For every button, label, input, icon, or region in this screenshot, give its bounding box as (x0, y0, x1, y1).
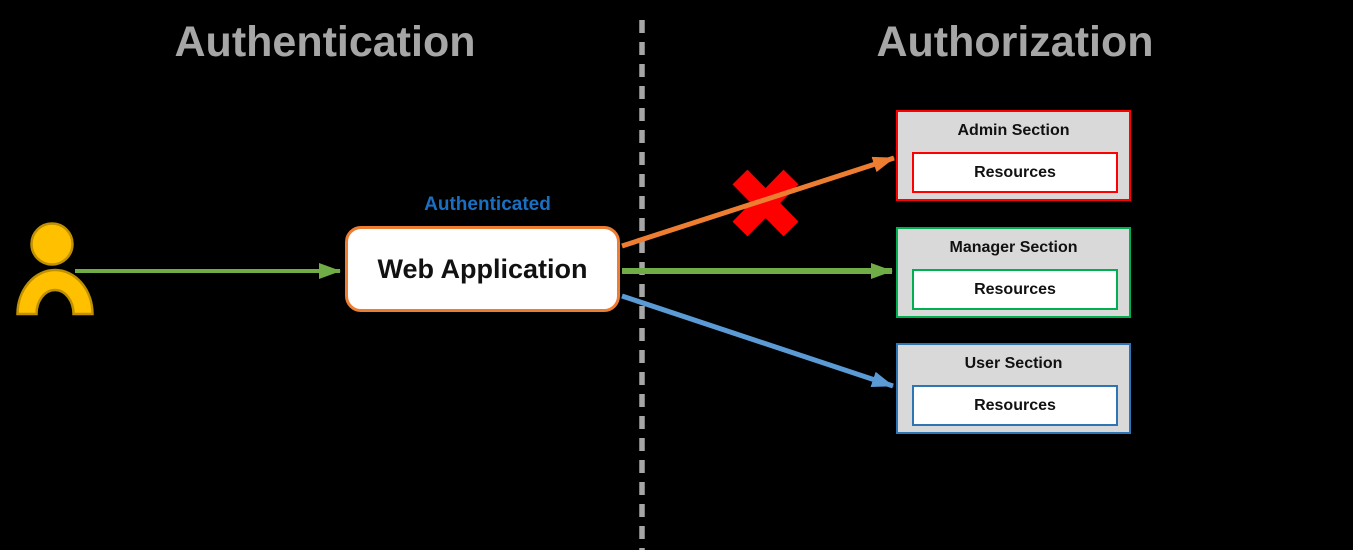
user-resources-box: Resources (912, 385, 1118, 426)
web-application-box: Web Application (345, 226, 620, 312)
authorization-title: Authorization (876, 18, 1154, 66)
manager-resources-box: Resources (912, 269, 1118, 310)
actor-body (16, 268, 94, 316)
manager-section-title: Manager Section (949, 239, 1078, 256)
authenticated-label: Authenticated (424, 194, 551, 215)
user-section-box: User Section Resources (896, 343, 1131, 434)
authentication-title: Authentication (174, 18, 476, 66)
admin-section-box: Admin Section Resources (896, 110, 1131, 201)
manager-resources-label: Resources (974, 280, 1056, 298)
web-application-label: Web Application (377, 253, 588, 284)
user-resources-label: Resources (974, 396, 1056, 414)
actor-head (30, 222, 74, 266)
admin-section-title: Admin Section (957, 122, 1070, 139)
user-actor-icon (16, 222, 94, 316)
user-section-title: User Section (964, 355, 1063, 372)
arrow-to-admin (621, 155, 895, 249)
denied-x-icon (732, 169, 799, 237)
admin-resources-box: Resources (912, 152, 1118, 193)
manager-section-box: Manager Section Resources (896, 227, 1131, 318)
admin-resources-label: Resources (974, 163, 1056, 181)
arrow-to-user (621, 293, 894, 389)
